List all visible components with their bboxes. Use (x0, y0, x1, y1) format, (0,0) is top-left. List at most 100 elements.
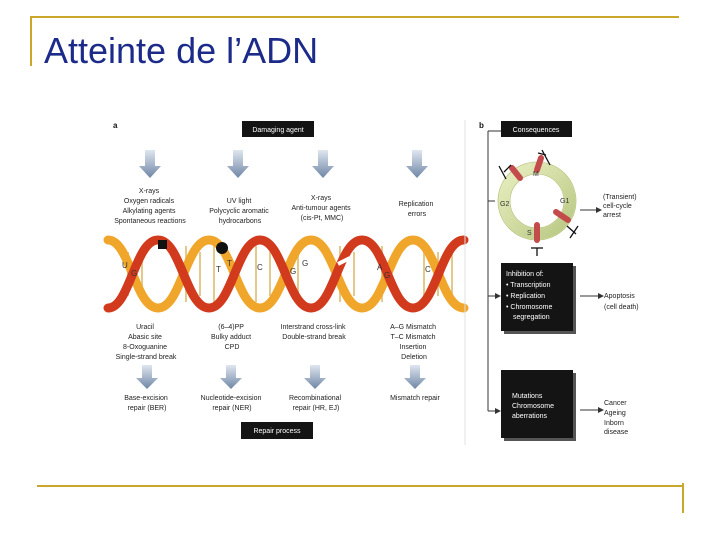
strand-breaks (159, 256, 351, 294)
agent-3-line-2: Anti-tumour agents (291, 205, 351, 212)
outcome-line-1: Cancer (604, 400, 627, 407)
lesion-3-line-1: Interstrand cross-link (281, 324, 346, 331)
mutations-line-3: aberrations (512, 413, 548, 420)
mutations-line-1: Mutations (512, 393, 543, 400)
helix-strand-red (103, 235, 469, 313)
agent-col-4: Replication errors (399, 201, 436, 218)
base-3: T (216, 265, 221, 274)
lesion-col-3: Interstrand cross-link Double-strand bre… (281, 324, 348, 341)
agent-4-line-2: errors (408, 211, 427, 218)
base-7: G (302, 259, 308, 268)
agent-arrows (139, 150, 428, 178)
lesion-1-line-4: Single-strand break (116, 354, 177, 361)
lesion-4-line-4: Deletion (401, 354, 427, 361)
lesion-2-line-2: Bulky adduct (211, 334, 251, 341)
agent-arrow-4 (406, 150, 428, 178)
agent-arrow-3 (312, 150, 334, 178)
inhibition-box (501, 263, 573, 331)
lesion-4-line-2: T–C Mismatch (390, 334, 435, 341)
lesion-4-line-3: Insertion (400, 344, 427, 351)
lesion-2-line-1: (6–4)PP (218, 324, 244, 331)
repair-col-1: Base-excision repair (BER) (124, 395, 170, 412)
inhibition-line-2: • Transcription (506, 282, 551, 289)
panel-b-connectors (487, 130, 600, 412)
base-6: G (290, 267, 296, 276)
outcome-line-4: disease (604, 429, 628, 436)
panel-b-arrowheads (495, 207, 604, 414)
arrest-line-3: arrest (603, 212, 621, 219)
repair-arrows (136, 365, 426, 389)
phase-s: S (527, 230, 532, 237)
agent-1-line-2: Oxygen radicals (124, 198, 175, 205)
panel-a-label: a (113, 121, 118, 130)
base-10: C (425, 265, 431, 274)
repair-4-line-1: Mismatch repair (390, 395, 440, 402)
repair-3-line-1: Recombinational (289, 395, 342, 402)
apoptosis-line-1: Apoptosis (604, 293, 635, 300)
repair-arrow-3 (304, 365, 326, 389)
repair-2-line-2: repair (NER) (212, 405, 251, 412)
arrest-text: (Transient) cell-cycle arrest (603, 194, 639, 219)
base-5: C (257, 263, 263, 272)
base-8: A (377, 263, 383, 272)
arrest-line-2: cell-cycle (603, 203, 632, 210)
adduct-marker (158, 240, 167, 249)
repair-2-line-1: Nucleotide-excision (201, 395, 262, 402)
agent-col-3: X-rays Anti-tumour agents (cis-Pt, MMC) (291, 195, 352, 222)
outcome-line-3: Inborn (604, 420, 624, 427)
apoptosis-text: Apoptosis (cell death) (604, 293, 639, 311)
repair-process-box (241, 422, 313, 439)
repair-3-line-2: repair (HR, EJ) (293, 405, 340, 412)
agent-col-2: UV light Polycyclic aromatic hydrocarbon… (209, 198, 270, 225)
base-4: T (227, 259, 232, 268)
lesion-3-line-2: Double-strand break (282, 334, 346, 341)
apoptosis-line-2: (cell death) (604, 304, 639, 311)
lesion-1-line-1: Uracil (136, 324, 154, 331)
phase-g1: G1 (560, 198, 569, 205)
consequences-box (501, 121, 572, 137)
damaging-agent-box (242, 121, 314, 137)
base-1: U (122, 261, 128, 270)
agent-arrow-2 (227, 150, 249, 178)
mutations-text: Mutations Chromosome aberrations (512, 393, 556, 420)
lesion-col-4: A–G Mismatch T–C Mismatch Insertion Dele… (390, 324, 438, 361)
arrest-line-1: (Transient) (603, 194, 637, 201)
cell-cycle: M G1 S G2 (497, 149, 579, 256)
repair-col-3: Recombinational repair (HR, EJ) (289, 395, 343, 412)
helix-base-letters: U G T T C G G A G C (122, 259, 431, 280)
phase-g2: G2 (500, 201, 509, 208)
checkpoint-bar-g1 (553, 209, 571, 223)
agent-col-1: X-rays Oxygen radicals Alkylating agents… (114, 188, 186, 225)
inhibition-line-4: • Chromosome (506, 304, 553, 311)
inhibition-line-3: • Replication (506, 293, 545, 300)
mutations-box (501, 370, 573, 438)
frame-left-line (30, 16, 32, 66)
inhibition-text: Inhibition of: • Transcription • Replica… (506, 271, 554, 321)
agent-2-line-2: Polycyclic aromatic (209, 208, 269, 215)
repair-col-2: Nucleotide-excision repair (NER) (201, 395, 264, 412)
repair-arrow-1 (136, 365, 158, 389)
agent-3-line-3: (cis-Pt, MMC) (301, 215, 344, 222)
base-2: G (131, 269, 137, 278)
slide-title: Atteinte de l’ADN (44, 30, 319, 71)
repair-arrow-2 (220, 365, 242, 389)
checkpoint-stops (498, 149, 579, 256)
frame-right-line (682, 483, 684, 513)
damaging-agent-label: Damaging agent (252, 127, 303, 134)
mutations-line-2: Chromosome (512, 403, 554, 410)
bulky-adduct-marker (216, 242, 228, 254)
panel-b-label: b (479, 121, 484, 130)
repair-arrow-4 (404, 365, 426, 389)
repair-1-line-1: Base-excision (124, 395, 168, 402)
base-9: G (384, 271, 390, 280)
lesion-4-line-1: A–G Mismatch (390, 324, 436, 331)
checkpoint-bars (509, 155, 571, 243)
agent-arrow-1 (139, 150, 161, 178)
agent-2-line-1: UV light (227, 198, 252, 205)
outcome-line-2: Ageing (604, 410, 626, 417)
agent-1-line-1: X-rays (139, 188, 160, 195)
lesion-1-line-2: Abasic site (128, 334, 162, 341)
consequences-label: Consequences (513, 127, 560, 134)
agent-2-line-3: hydrocarbons (219, 218, 262, 225)
